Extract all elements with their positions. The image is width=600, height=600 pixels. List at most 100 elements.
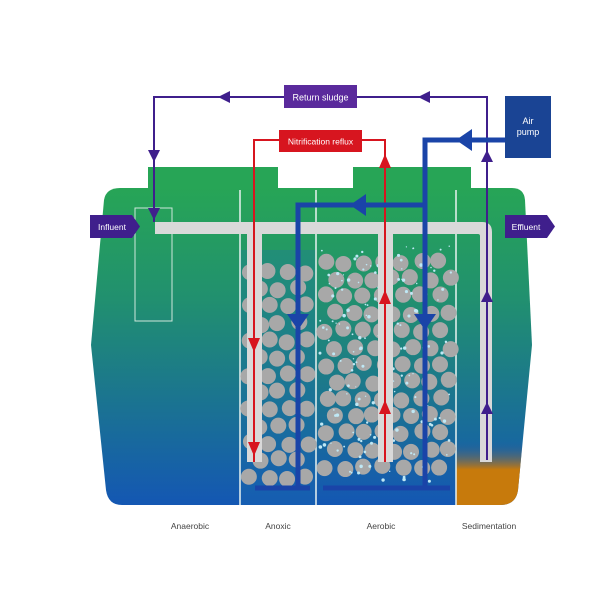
air-bubble [364,303,367,306]
media-ball [439,440,456,457]
air-bubble [358,336,362,340]
media-ball [269,382,286,399]
media-ball [347,272,364,289]
air-bubble [448,393,451,396]
air-bubble [403,346,407,350]
air-bubble [352,431,355,434]
air-bubble [446,454,448,456]
air-bubble [400,374,403,377]
media-ball [442,341,459,358]
arrow-up-icon [481,150,493,162]
air-bubble [370,441,374,445]
air-bubble [413,308,418,313]
air-bubble [328,388,332,392]
media-ball [432,286,449,303]
media-ball [298,331,315,348]
air-bubble [447,439,451,442]
arrow-down-icon [414,314,436,330]
air-bubble [361,364,365,368]
media-ball [392,425,409,442]
return-sludge-label: Return sludge [284,85,357,108]
air-bubble [449,271,453,274]
media-ball [439,408,456,425]
air-arrows [287,129,472,330]
media-ball [281,436,298,453]
media-ball [300,436,317,453]
air-bubble [336,272,340,276]
air-bubble [368,464,372,468]
air-bubble [355,386,357,388]
air-bubble [357,397,361,401]
media-ball [414,357,431,374]
air-bubble [358,455,362,459]
air-bubble [352,350,355,353]
media-ball [430,252,447,269]
air-bubble [335,322,337,324]
air-bubble [355,402,359,407]
air-bubble [346,278,351,282]
media-ball [317,286,334,303]
media-ball [364,442,381,459]
nitrification-reflux-label: Nitrification reflux [279,130,362,152]
air-bubble [381,478,385,482]
media-ball [346,304,363,321]
air-bubble [400,347,403,350]
air-bubble [355,361,358,364]
arrow-left-icon [418,91,430,103]
media-ball [393,321,410,338]
media-ball [259,262,276,279]
air-bubble [401,278,403,280]
air-bubble [355,254,359,258]
media-ball [432,424,449,441]
air-bubble [348,470,352,473]
media-ball [401,269,418,286]
media-ball [329,374,346,391]
air-bubble [334,414,337,417]
air-bubble [440,351,444,355]
air-bubble [433,417,437,421]
arrow-up-icon [379,154,391,168]
air-bubble [438,416,441,420]
media-ball [414,460,431,477]
arrow-down-icon [287,314,309,330]
air-bubble [350,368,354,372]
media-ball [317,425,334,442]
zone-label-sedimentation: Sedimentation [462,521,517,531]
media-ball [392,255,409,272]
air-bubble [369,433,372,436]
air-bubble [346,393,348,395]
air-bubble [389,470,391,473]
air-bubble [331,320,334,323]
air-bubble [392,380,395,382]
media-ball [299,366,316,383]
media-ball [355,354,372,371]
air-bubble [343,445,346,448]
air-bubble [365,314,368,317]
media-ball [298,400,315,417]
air-bubble [366,421,369,424]
air-pump: Air pump [505,96,551,158]
media-ball [335,255,352,272]
media-ball [354,391,371,408]
air-bubble [410,291,413,295]
arrow-down-icon [148,208,160,220]
air-bubble [357,437,361,441]
media-ball [365,375,382,392]
air-bubble [357,471,361,475]
zone-label-anoxic: Anoxic [265,521,291,531]
arrow-down-icon [248,338,260,352]
media-ball [347,442,364,459]
air-bubble [405,246,408,248]
air-bubble [442,419,447,423]
air-bubble [336,449,339,452]
media-ball [337,357,354,374]
media-ball [338,423,355,440]
media-ball [363,406,380,423]
air-bubble [441,287,445,291]
air-bubble [404,290,408,294]
air-bubble [325,328,328,331]
arrow-up-icon [481,402,493,414]
air-bubble [407,314,411,318]
